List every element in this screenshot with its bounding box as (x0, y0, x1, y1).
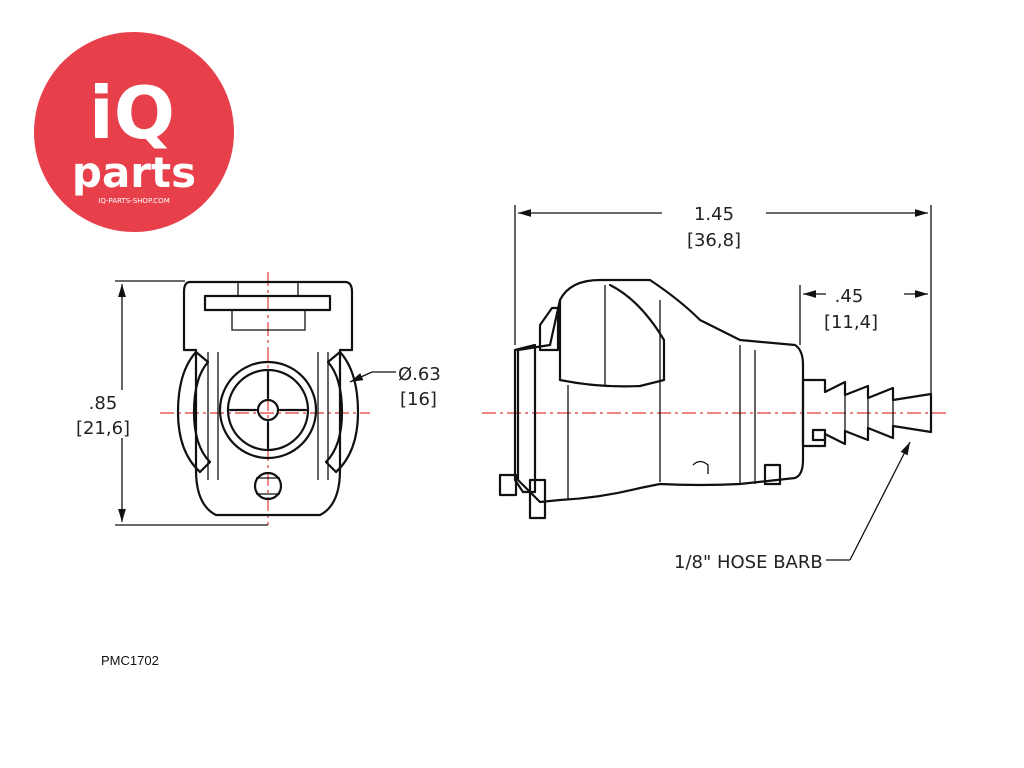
part-number: PMC1702 (101, 653, 159, 668)
front-diameter-inch: Ø.63 (398, 364, 441, 385)
side-small-detail (692, 460, 709, 474)
side-upper-cover (558, 283, 666, 388)
front-right-rib (317, 352, 329, 480)
front-body-outline (182, 280, 354, 517)
side-hose-barb-steps (844, 382, 894, 444)
front-inner-frame (231, 310, 306, 331)
side-top-latch (538, 306, 560, 352)
front-height-label-bg (72, 390, 134, 438)
side-barb-mm: [11,4] (824, 312, 878, 333)
front-height-mm: [21,6] (76, 418, 130, 439)
logo-tagline: IQ-PARTS-SHOP.COM (98, 197, 169, 205)
side-view: 1.45 [36,8] .45 [11,4] 1/8" HOSE BARB (482, 204, 950, 573)
side-body-ribs (567, 285, 756, 500)
front-diameter-leader-arrow (349, 371, 373, 383)
front-bottom-port-ribs (256, 477, 280, 495)
front-height-inch: .85 (89, 393, 118, 414)
front-top-slot (237, 282, 299, 296)
side-nub (811, 428, 827, 442)
front-diameter-mm: [16] (400, 389, 437, 410)
front-bottom-port (253, 471, 283, 501)
side-barb-inch: .45 (835, 286, 864, 307)
front-valve-hub (256, 398, 280, 422)
side-bottom-latch (498, 473, 547, 520)
side-body-outline (516, 278, 805, 504)
front-valve-spokes (228, 370, 308, 450)
front-valve-outer (218, 360, 318, 460)
logo-circle (34, 32, 234, 232)
hose-barb-leader-diag (849, 441, 911, 561)
front-top-clip (203, 294, 332, 312)
front-left-ear (176, 350, 212, 474)
side-bottom-tab (763, 463, 782, 486)
logo-line1: iQ (89, 71, 175, 155)
side-length-mm: [36,8] (687, 230, 741, 251)
hose-barb-label: 1/8" HOSE BARB (674, 552, 823, 573)
side-length-inch: 1.45 (694, 204, 734, 225)
front-right-ear (324, 350, 360, 474)
iq-parts-logo[interactable]: iQ parts IQ-PARTS-SHOP.COM (34, 32, 234, 232)
front-view: .85 [21,6] Ø.63 [16] (72, 272, 441, 526)
logo-line2: parts (72, 148, 196, 197)
front-left-rib (207, 352, 219, 480)
front-valve-ring (226, 368, 310, 452)
